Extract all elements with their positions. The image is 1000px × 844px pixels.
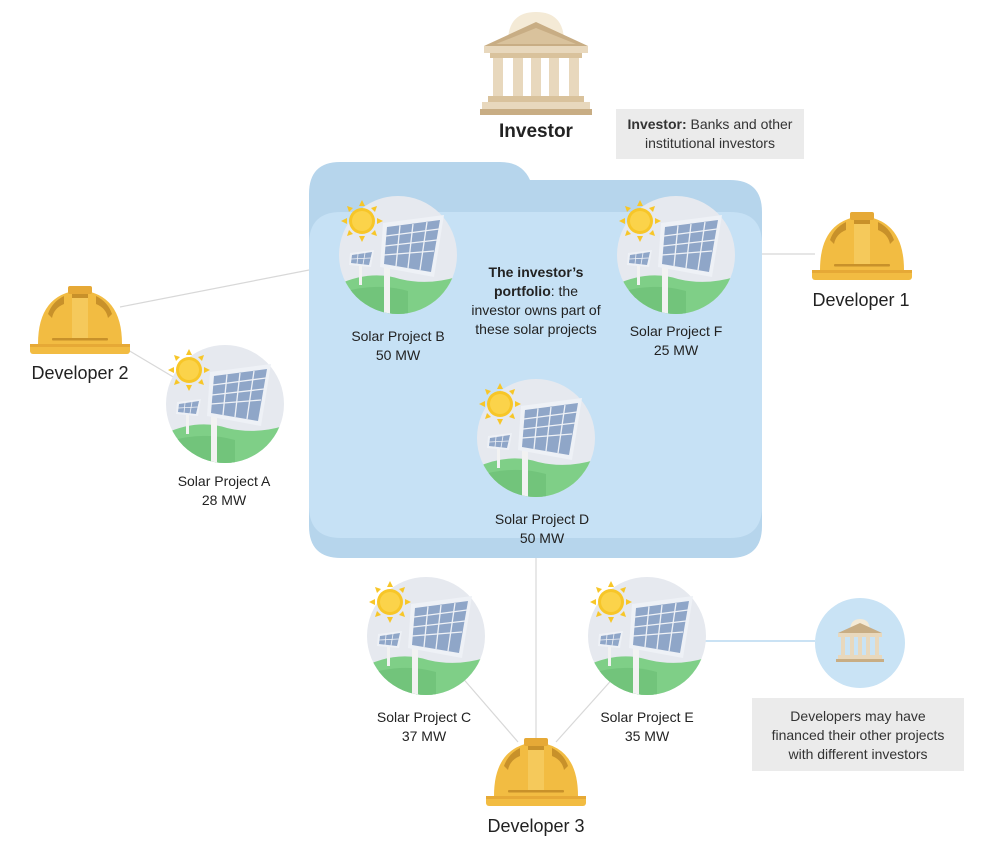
solar-project-b-label: Solar Project B 50 MW [328,327,468,365]
solar-project-e-icon [587,576,707,696]
other-investors-note: Developers may have financed their other… [752,698,964,771]
solar-project-a-icon [165,344,285,464]
investor-note-text: Banks and other institutional investors [645,116,793,151]
solar-project-f-name: Solar Project F [629,323,723,339]
solar-project-a-capacity: 28 MW [201,492,247,508]
connector-dev3-project-c [459,674,519,743]
solar-project-c-label: Solar Project C 37 MW [354,708,494,746]
solar-project-e-label: Solar Project E 35 MW [577,708,717,746]
solar-project-e-capacity: 35 MW [624,728,670,744]
solar-project-b-name: Solar Project B [351,328,445,344]
investor-note-bold: Investor: [627,116,687,132]
solar-project-a-label: Solar Project A 28 MW [154,472,294,510]
solar-project-f-capacity: 25 MW [653,342,699,358]
connector-dev2-project-b [119,262,346,308]
investor-title: Investor [499,121,573,142]
solar-project-d-capacity: 50 MW [519,530,565,546]
portfolio-description: The investor’s portfolio: the investor o… [470,263,602,339]
developer-2-label: Developer 2 [31,363,129,383]
solar-project-d-label: Solar Project D 50 MW [472,510,612,548]
investor-note: Investor: Banks and other institutional … [616,109,804,159]
solar-project-f-icon [616,195,736,315]
bank-icon [480,12,592,115]
portfolio-description-text: : the investor owns part of these solar … [471,283,601,337]
developer-1-helmet-icon [812,212,912,280]
solar-project-a-name: Solar Project A [177,473,271,489]
solar-project-c-capacity: 37 MW [401,728,447,744]
solar-project-c-icon [366,576,486,696]
developer-1-label: Developer 1 [812,290,910,310]
portfolio-description-bold: The investor’s portfolio [488,264,584,299]
solar-project-b-capacity: 50 MW [375,347,421,363]
solar-project-e-name: Solar Project E [600,709,694,725]
developer-3-helmet-icon [486,738,586,806]
connector-dev2-project-a [127,349,176,379]
solar-project-d-name: Solar Project D [494,511,590,527]
other-investor-bank-icon [815,598,905,688]
solar-project-d-icon [476,378,596,498]
developer-3-label: Developer 3 [487,816,585,836]
solar-project-b-icon [338,195,458,315]
solar-project-c-name: Solar Project C [376,709,472,725]
solar-project-f-label: Solar Project F 25 MW [606,322,746,360]
connector-dev3-project-e [555,674,617,743]
developer-2-helmet-icon [30,286,130,354]
